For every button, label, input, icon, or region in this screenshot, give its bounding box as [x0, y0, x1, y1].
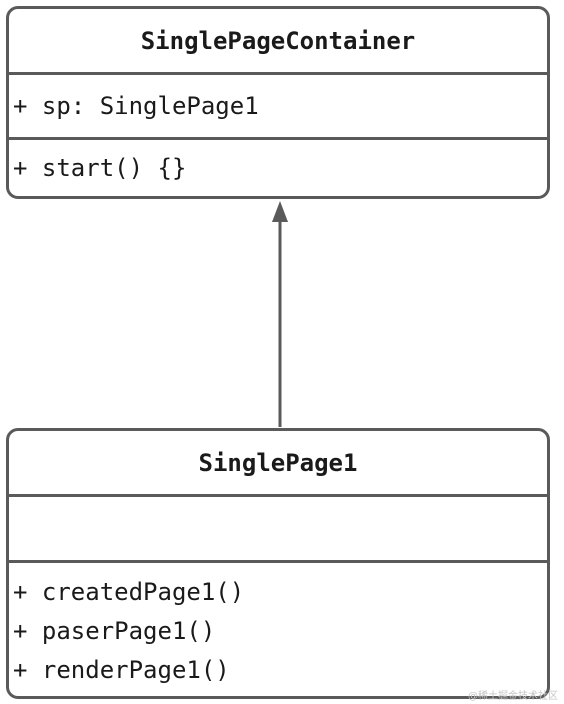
attribute-sp: + sp: SinglePage1	[13, 92, 259, 120]
method-start: + start() {}	[13, 154, 187, 182]
class-singlepage1[interactable]: SinglePage1 + createdPage1() + paserPage…	[6, 428, 550, 699]
class-methods: + createdPage1() + paserPage1() + render…	[9, 560, 547, 690]
method-createdpage1: + createdPage1()	[13, 578, 245, 606]
class-attributes-empty	[9, 494, 547, 560]
class-attributes: + sp: SinglePage1	[9, 72, 547, 137]
class-name: SinglePageContainer	[140, 26, 416, 55]
method-renderpage1: + renderPage1()	[13, 656, 230, 684]
watermark: @稀土掘金技术社区	[468, 691, 558, 702]
class-name: SinglePage1	[198, 448, 358, 477]
arrow-head	[272, 201, 288, 222]
class-methods: + start() {}	[9, 137, 547, 196]
class-singlepagecontainer[interactable]: SinglePageContainer + sp: SinglePage1 + …	[6, 6, 550, 199]
method-paserpage1: + paserPage1()	[13, 617, 216, 645]
